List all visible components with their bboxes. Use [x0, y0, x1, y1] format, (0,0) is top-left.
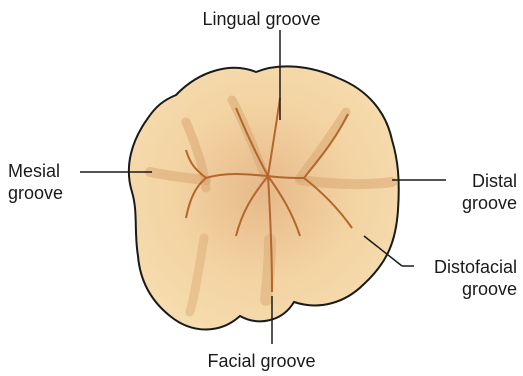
distofacial-groove-text-line2: groove: [434, 278, 517, 300]
ridge-shadow: [266, 240, 270, 300]
distal-groove-text-line2: groove: [462, 192, 517, 214]
distofacial-groove-label: Distofacial groove: [434, 256, 517, 300]
facial-groove-text: Facial groove: [0, 350, 523, 372]
facial-groove-label: Facial groove: [0, 350, 523, 372]
lingual-groove-label: Lingual groove: [0, 8, 523, 30]
ridge-shadow: [300, 180, 392, 184]
mesial-groove-label: Mesial groove: [8, 160, 63, 204]
lingual-groove-text: Lingual groove: [0, 8, 523, 30]
distal-groove-label: Distal groove: [462, 170, 517, 214]
distofacial-groove-text-line1: Distofacial: [434, 256, 517, 278]
distal-groove-text-line1: Distal: [462, 170, 517, 192]
mesial-groove-text-line1: Mesial: [8, 160, 63, 182]
mesial-groove-text-line2: groove: [8, 182, 63, 204]
